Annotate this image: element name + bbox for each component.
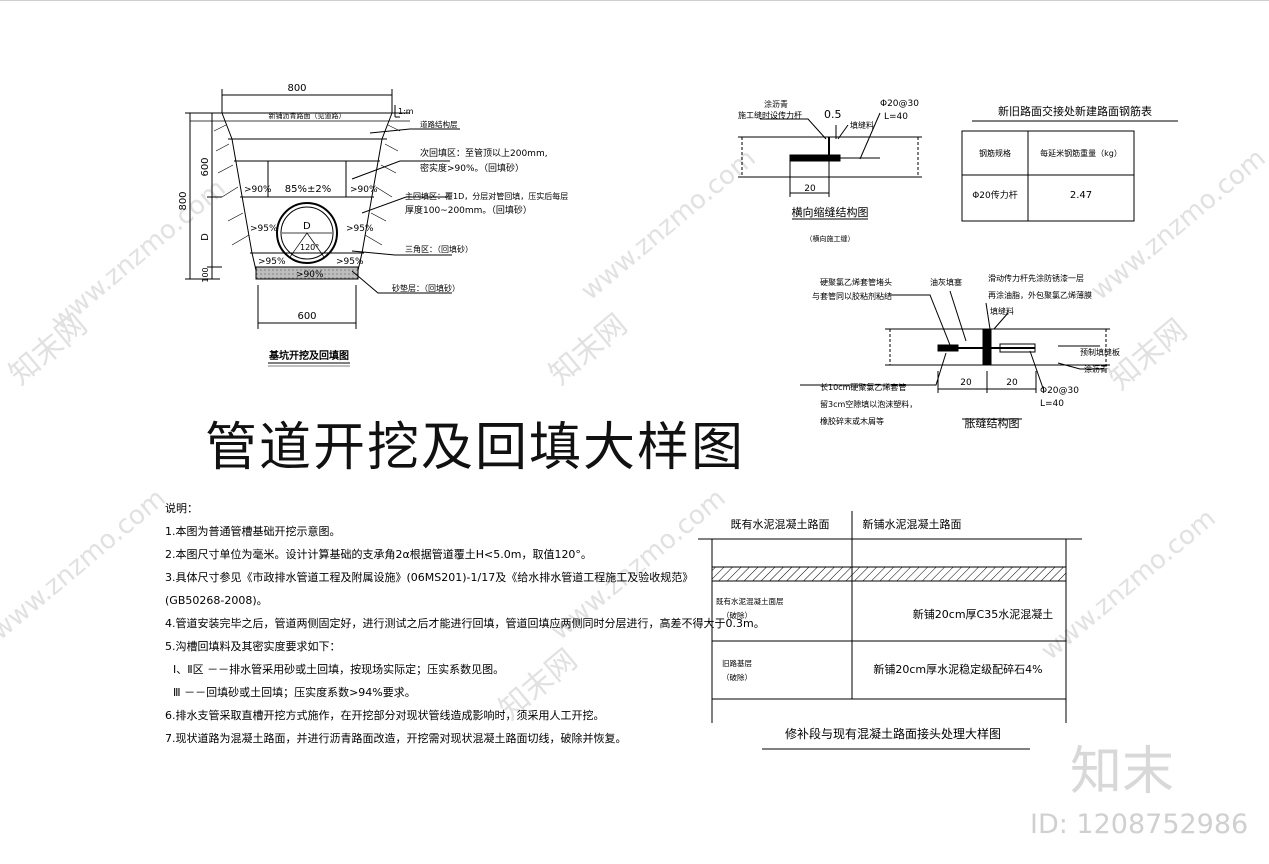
slope-label: 1:m — [398, 107, 414, 116]
pavement-joint-labels: 既有水泥混凝土路面 新铺水泥混凝土路面 既有水泥混凝土面层 （破除） 新铺20c… — [716, 517, 1053, 741]
cj-construct: 施工缝时设传力杆 — [738, 110, 802, 120]
pavement-joint-diagram — [698, 511, 1082, 750]
dim-bottom: 600 — [297, 311, 316, 322]
pct-95-right: >95% — [346, 224, 374, 234]
pv-new-layer: 新铺20cm厚C35水泥混凝土 — [913, 607, 1053, 621]
table-cell-spec: Φ20传力杆 — [972, 189, 1018, 201]
road-label: 新铺沥青路面（见道路） — [269, 111, 346, 120]
pv-new-base: 新铺20cm厚水泥稳定级配碎石4% — [873, 662, 1042, 676]
ej-caption: 胀缝结构图 — [965, 416, 1020, 430]
rebar-table-text: 新旧路面交接处新建路面钢筋表 钢筋规格 每延米钢筋重量（kg） Φ20传力杆 2… — [972, 104, 1152, 201]
notes-heading: 说明： — [165, 502, 198, 515]
ej-sleeve-2: 留3cm空隙填以泡沫塑料， — [820, 399, 917, 409]
note-2: 2.本图尺寸单位为毫米。设计计算基础的支承角2α根据管道覆土H<5.0m，取值1… — [165, 548, 592, 561]
cj-dim20: 20 — [804, 184, 816, 194]
pct-90-right: >90% — [350, 185, 378, 195]
ej-len: L=40 — [1040, 399, 1064, 409]
note-triangle: 三角区：（回填砂） — [405, 244, 473, 254]
ej-sleeve-1: 长10cm硬聚氯乙烯套管 — [820, 382, 906, 392]
pct-85: 85%±2% — [285, 184, 331, 195]
pv-new: 新铺水泥混凝土路面 — [863, 517, 962, 531]
trench-diagram — [185, 89, 460, 367]
trench-labels: 800 新铺沥青路面（见道路） 1:m 800 600 D 100 600 85… — [178, 83, 568, 362]
pct-90-bottom: >90% — [296, 270, 324, 280]
cj-len: L=40 — [884, 112, 908, 122]
cj-asphalt: 涂沥青 — [764, 99, 788, 109]
watermark-mark-1: 知末网 — [3, 307, 94, 392]
pipe-angle: 120° — [300, 243, 319, 252]
table-title: 新旧路面交接处新建路面钢筋表 — [998, 104, 1152, 118]
note-secondary-1: 次回填区：至管顶以上200mm, — [420, 147, 548, 159]
ej-asphalt: 涂沥青 — [1084, 364, 1108, 374]
ej-dim-20a: 20 — [960, 378, 972, 388]
ej-bar-2: 再涂油脂，外包聚氯乙烯薄膜 — [988, 290, 1092, 300]
note-road-structure: 道路结构层 — [420, 119, 458, 129]
ej-pvc-1: 硬聚氯乙烯套管堵头 — [820, 277, 892, 287]
contraction-joint-labels: 涂沥青 施工缝时设传力杆 0.5 填缝料 Φ20@30 L=40 20 横向缩缝… — [738, 99, 919, 243]
note-5: 5.沟槽回填料及其密实度要求如下： — [165, 640, 341, 653]
watermark-site-2: www.znzmo.com — [575, 143, 761, 306]
cj-caption: 横向缩缝结构图 — [792, 205, 869, 219]
cj-sub: （横向施工缝） — [806, 234, 855, 243]
ej-dim-20b: 20 — [1006, 378, 1018, 388]
note-6: 6.排水支管采取直槽开挖方式施作，在开挖部分对现状管线造成影响时，须采用人工开挖… — [165, 709, 605, 722]
note-7: 7.现状道路为混凝土路面，并进行沥青路面改造，开挖需对现状混凝土路面切线，破除并… — [165, 732, 627, 745]
dim-top: 800 — [287, 83, 306, 94]
pv-old-layer: 既有水泥混凝土面层 — [716, 596, 784, 606]
watermark-mark-2: 知末网 — [543, 307, 634, 392]
ej-bar-1: 滑动传力杆先涂防锈漆一层 — [988, 273, 1084, 283]
watermark-site-5: www.znzmo.com — [1035, 503, 1221, 666]
pct-95-left: >95% — [250, 224, 278, 234]
note-1: 1.本图为普通管槽基础开挖示意图。 — [165, 525, 341, 538]
pv-caption: 修补段与现有混凝土路面接头处理大样图 — [785, 726, 1001, 741]
table-header-spec: 钢筋规格 — [979, 148, 1011, 158]
ej-bar: Φ20@30 — [1040, 386, 1079, 396]
note-5a: Ⅰ、Ⅱ区 －－排水管采用砂或土回填，按现场实际定；压实系数见图。 — [173, 663, 505, 676]
dim-600: 600 — [200, 157, 211, 176]
table-cell-weight: 2.47 — [1070, 190, 1092, 201]
brand-watermark: 知末 — [1070, 742, 1175, 802]
note-main-1: 主回填区：覆1D，分层对管回填，压实后每层 — [405, 191, 568, 201]
expansion-joint-diagram — [800, 290, 1110, 420]
pct-90-left: >90% — [244, 185, 272, 195]
note-3b: (GB50268-2008)。 — [165, 594, 268, 607]
dim-d: D — [200, 233, 211, 241]
pct-95-bottom-left: >95% — [258, 257, 286, 267]
main-title: 管道开挖及回填大样图 — [205, 418, 746, 478]
note-main-2: 厚度100~200mm。（回填砂） — [405, 204, 532, 216]
ej-fill: 填缝料 — [990, 306, 1014, 316]
note-3: 3.具体尺寸参见《市政排水管道工程及附属设施》(06MS201)-1/17及《给… — [165, 571, 694, 584]
ej-sleeve-3: 橡胶碎末或木屑等 — [820, 416, 884, 426]
dim-height: 800 — [178, 191, 189, 210]
trench-caption: 基坑开挖及回填图 — [268, 349, 349, 362]
note-sand: 砂垫层：（回填砂） — [392, 283, 460, 293]
note-5b: Ⅲ －－回填砂或土回填；压实度系数>94%要求。 — [173, 686, 416, 699]
pv-old-base: 旧路基层 — [722, 658, 752, 668]
note-secondary-2: 密实度>90%。（回填砂） — [420, 162, 524, 174]
watermark-site-3: www.znzmo.com — [0, 483, 172, 646]
dim-100: 100 — [201, 267, 210, 282]
contraction-joint-diagram — [738, 112, 922, 220]
note-4: 4.管道安装完毕之后，管道两侧固定好，进行测试之后才能进行回填，管道回填应两侧同… — [165, 617, 765, 630]
rebar-table — [961, 120, 1178, 222]
watermark-site-6: www.znzmo.com — [1085, 143, 1269, 306]
pct-95-bottom-right: >95% — [336, 257, 364, 267]
cj-bar: Φ20@30 — [880, 99, 919, 109]
ej-board: 预制填缝板 — [1080, 347, 1120, 357]
cj-fill: 填缝料 — [850, 120, 874, 130]
pv-existing: 既有水泥混凝土路面 — [731, 517, 830, 531]
cj-width: 0.5 — [824, 108, 842, 121]
brand-id: ID: 1208752986 — [1030, 809, 1249, 840]
pv-old-layer-b: （破除） — [722, 610, 752, 620]
design-notes: 说明： 1.本图为普通管槽基础开挖示意图。 2.本图尺寸单位为毫米。设计计算基础… — [165, 497, 765, 750]
ej-putty: 油灰填塞 — [930, 277, 962, 287]
ej-pvc-2: 与套管同以胶粘剂粘结 — [812, 291, 892, 301]
table-header-weight: 每延米钢筋重量（kg） — [1040, 148, 1122, 158]
expansion-joint-labels: 硬聚氯乙烯套管堵头 与套管同以胶粘剂粘结 油灰填塞 滑动传力杆先涂防锈漆一层 再… — [812, 273, 1120, 430]
pipe-d: D — [303, 221, 311, 232]
pv-old-base-b: （破除） — [722, 672, 752, 682]
